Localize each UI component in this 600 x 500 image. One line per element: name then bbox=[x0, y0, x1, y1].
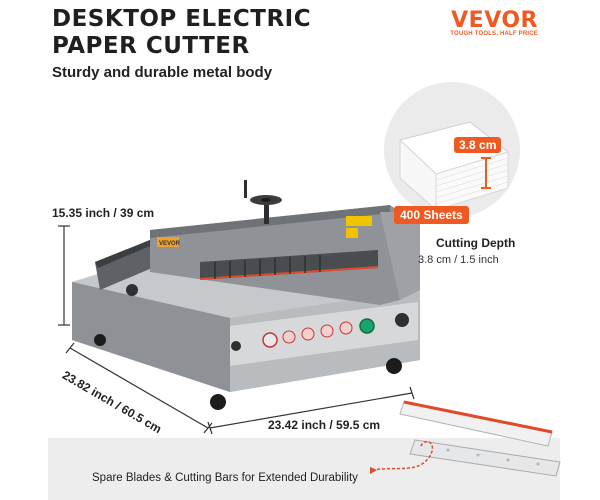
arrow-swirl bbox=[371, 440, 434, 471]
cutting-depth-value: 3.8 cm / 1.5 inch bbox=[418, 254, 499, 266]
height-dimension-line bbox=[58, 225, 70, 326]
height-dimension-label: 15.35 inch / 39 cm bbox=[52, 206, 155, 220]
warning-label-2 bbox=[346, 228, 358, 238]
sheet-count-badge: 400 Sheets bbox=[394, 206, 469, 224]
machine-plate bbox=[157, 237, 179, 247]
width-dimension-label: 23.42 inch / 59.5 cm bbox=[268, 418, 381, 432]
title-line-1: DESKTOP ELECTRIC bbox=[52, 6, 312, 32]
stack-thickness-badge: 3.8 cm bbox=[454, 137, 502, 153]
spare-parts-caption: Spare Blades & Cutting Bars for Extended… bbox=[92, 472, 358, 484]
brand-logo: VEVOR TOUGH TOOLS, HALF PRICE bbox=[450, 8, 538, 37]
cutting-depth-label: Cutting Depth bbox=[436, 236, 516, 250]
bottom-band bbox=[48, 438, 560, 500]
product-title: DESKTOP ELECTRIC PAPER CUTTER bbox=[52, 6, 311, 60]
depth-dimension-line bbox=[65, 342, 213, 434]
machine-plate-logo: VEVOR bbox=[159, 241, 181, 247]
width-dimension-line bbox=[207, 386, 415, 435]
product-subtitle: Sturdy and durable metal body bbox=[52, 64, 273, 81]
title-line-2: PAPER CUTTER bbox=[52, 33, 250, 59]
brand-tagline: TOUGH TOOLS, HALF PRICE bbox=[450, 31, 538, 37]
warning-label bbox=[346, 216, 372, 226]
brand-wordmark: VEVOR bbox=[451, 8, 538, 33]
spare-blades bbox=[399, 400, 561, 477]
paper-cutter-machine: VEVOR bbox=[72, 180, 420, 410]
